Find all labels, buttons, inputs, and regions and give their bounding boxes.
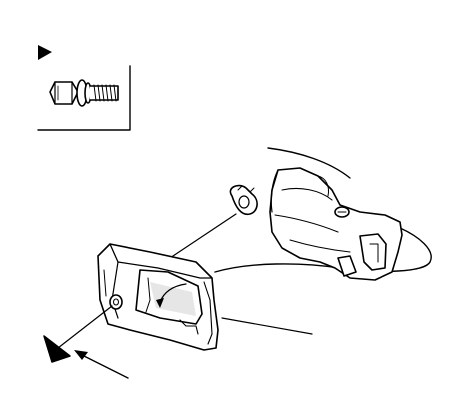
- body-panel-outline: [267, 147, 351, 179]
- leader-line-bracket: [221, 317, 313, 335]
- bolt-detail-inset: [37, 65, 131, 131]
- leader-line-clip: [169, 213, 237, 259]
- bracket-inner-shade: [150, 282, 196, 316]
- insertion-arrow-line: [79, 353, 129, 379]
- filled-triangle-arrow-icon: [43, 335, 71, 363]
- clip-grommet: [229, 184, 258, 216]
- leader-line-triangle: [57, 305, 113, 349]
- inset-frame: [37, 65, 131, 131]
- door-handle-assembly: [269, 167, 403, 281]
- flange-bolt-icon: [49, 79, 119, 107]
- insertion-arrow-head: [74, 350, 88, 360]
- handle-bezel-bracket: [97, 243, 219, 351]
- callout-triangle-icon: [38, 45, 52, 60]
